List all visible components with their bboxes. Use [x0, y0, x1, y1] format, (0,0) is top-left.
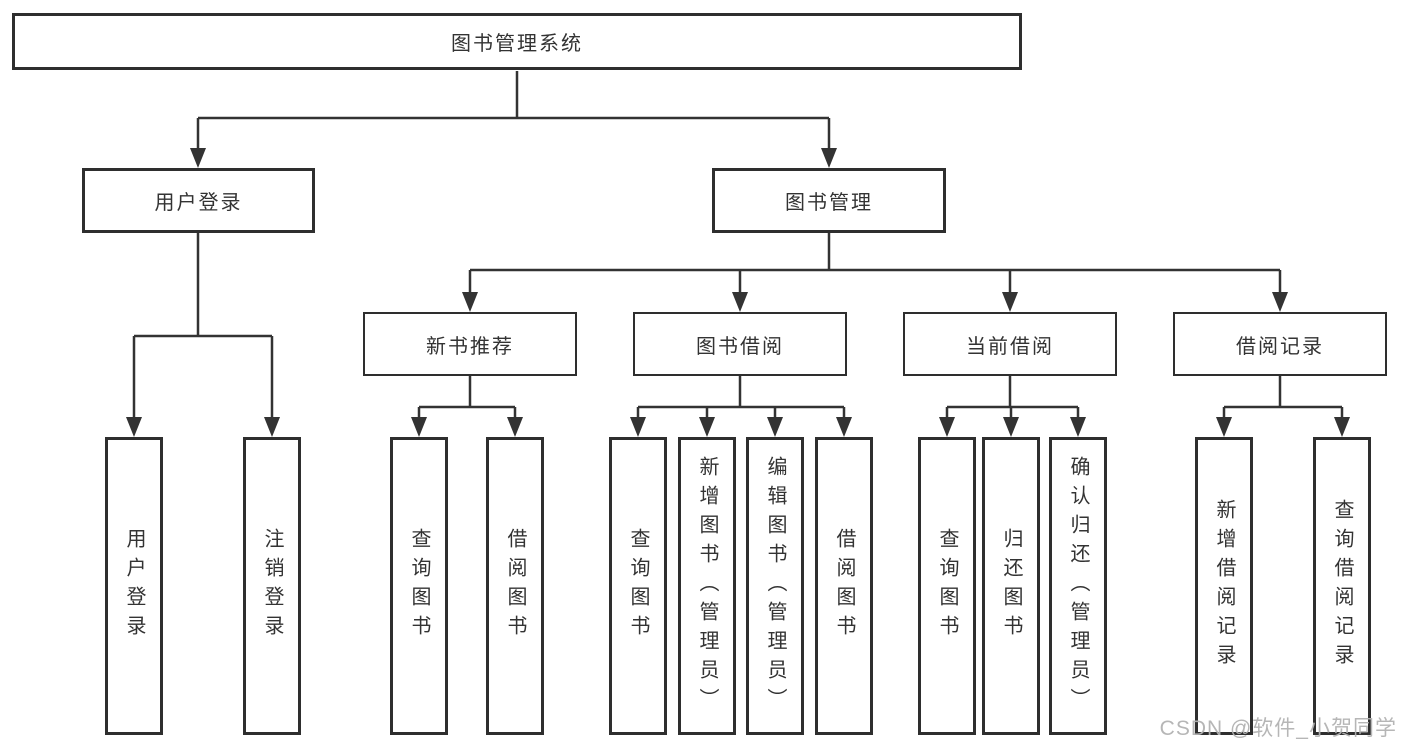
leaf-label: 查询图书 — [936, 528, 958, 644]
csdn-watermark: CSDN @软件_小贺同学 — [1159, 717, 1397, 740]
node-label: 图书管理 — [785, 192, 873, 214]
node-label: 新书推荐 — [426, 335, 514, 358]
leaf-label: 查询图书 — [627, 528, 649, 644]
leaf-label: 查询图书 — [408, 528, 430, 644]
leaf-label: 借阅图书 — [504, 528, 526, 644]
leaf-label: 用户登录 — [123, 528, 145, 644]
leaf-label: 新增图书（管理员） — [696, 455, 718, 717]
node-book-management-module: 图书管理 — [712, 168, 946, 233]
leaf-query-books-borrow: 查询图书 — [609, 437, 667, 735]
leaf-add-borrow-record: 新增借阅记录 — [1195, 437, 1253, 735]
leaf-query-borrow-record: 查询借阅记录 — [1313, 437, 1371, 735]
leaf-logout: 注销登录 — [243, 437, 301, 735]
node-system-root: 图书管理系统 — [12, 13, 1022, 70]
leaf-label: 注销登录 — [261, 528, 283, 644]
leaf-confirm-return-admin: 确认归还（管理员） — [1049, 437, 1107, 735]
leaf-label: 编辑图书（管理员） — [764, 455, 786, 717]
node-label: 图书管理系统 — [451, 33, 583, 55]
leaf-query-books-current: 查询图书 — [918, 437, 976, 735]
node-new-book-recommend: 新书推荐 — [363, 312, 577, 376]
leaf-borrow-books-recommend: 借阅图书 — [486, 437, 544, 735]
leaf-label: 查询借阅记录 — [1331, 499, 1353, 673]
leaf-query-books-recommend: 查询图书 — [390, 437, 448, 735]
leaf-return-books: 归还图书 — [982, 437, 1040, 735]
node-label: 借阅记录 — [1236, 335, 1324, 358]
leaf-label: 新增借阅记录 — [1213, 499, 1235, 673]
leaf-label: 归还图书 — [1000, 528, 1022, 644]
leaf-label: 借阅图书 — [833, 528, 855, 644]
node-book-borrow: 图书借阅 — [633, 312, 847, 376]
leaf-label: 确认归还（管理员） — [1067, 455, 1089, 717]
node-label: 图书借阅 — [696, 335, 784, 358]
node-user-login-module: 用户登录 — [82, 168, 315, 233]
node-borrow-records: 借阅记录 — [1173, 312, 1387, 376]
leaf-borrow-books: 借阅图书 — [815, 437, 873, 735]
leaf-edit-books-admin: 编辑图书（管理员） — [746, 437, 804, 735]
node-current-borrow: 当前借阅 — [903, 312, 1117, 376]
leaf-add-books-admin: 新增图书（管理员） — [678, 437, 736, 735]
node-label: 当前借阅 — [966, 335, 1054, 358]
leaf-user-login: 用户登录 — [105, 437, 163, 735]
node-label: 用户登录 — [154, 192, 243, 214]
arrowheads — [126, 148, 1350, 437]
